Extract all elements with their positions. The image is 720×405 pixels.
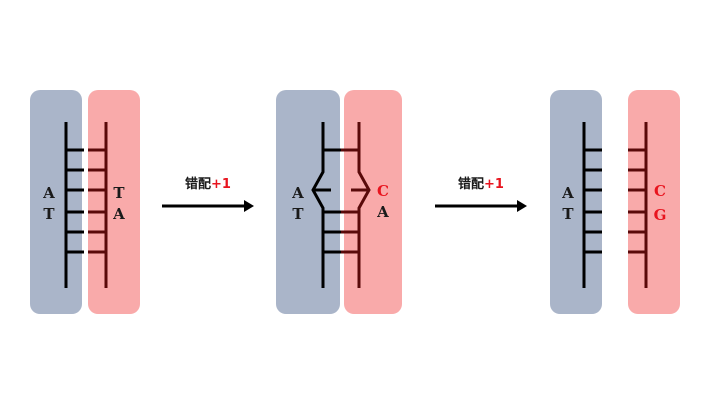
right-base-2-mismatch: G <box>654 206 667 224</box>
right-strand <box>628 122 648 288</box>
right-base-1-mismatch: C <box>377 182 389 200</box>
left-strand <box>311 122 341 288</box>
panel-paired: A T T A <box>30 90 140 314</box>
left-base-1: A <box>291 184 304 202</box>
left-base-1: A <box>561 184 574 202</box>
right-base-1-mismatch: C <box>654 182 666 200</box>
right-base-2: A <box>376 203 389 221</box>
right-strand <box>341 122 371 288</box>
left-base-2: T <box>43 205 55 223</box>
right-base-1: T <box>113 184 125 202</box>
right-strand-background <box>88 90 140 314</box>
right-strand-background <box>628 90 680 314</box>
left-base-2: T <box>562 205 574 223</box>
arrow-label-count: +1 <box>484 177 504 192</box>
arrow-label-1: 错配+1 <box>185 176 231 192</box>
left-strand-background <box>30 90 82 314</box>
right-strand <box>88 122 108 288</box>
panel-single-mismatch: A T C A <box>276 90 402 314</box>
arrow-label-count: +1 <box>211 177 231 192</box>
left-strand <box>64 122 84 288</box>
arrow-head <box>244 200 254 212</box>
arrow-label-2: 错配+1 <box>458 176 504 192</box>
left-strand-background <box>550 90 602 314</box>
left-base-2: T <box>292 205 304 223</box>
arrow-mismatch-1: 错配+1 <box>162 176 254 212</box>
arrow-head <box>517 200 527 212</box>
arrow-mismatch-2: 错配+1 <box>435 176 527 212</box>
right-base-2: A <box>112 205 125 223</box>
left-strand <box>582 122 602 288</box>
arrow-label-text: 错配 <box>185 176 211 192</box>
arrow-label-text: 错配 <box>458 176 484 192</box>
right-strand-background <box>344 90 402 314</box>
left-strand-background <box>276 90 340 314</box>
panel-separated: A T C G <box>550 90 680 314</box>
left-base-1: A <box>42 184 55 202</box>
